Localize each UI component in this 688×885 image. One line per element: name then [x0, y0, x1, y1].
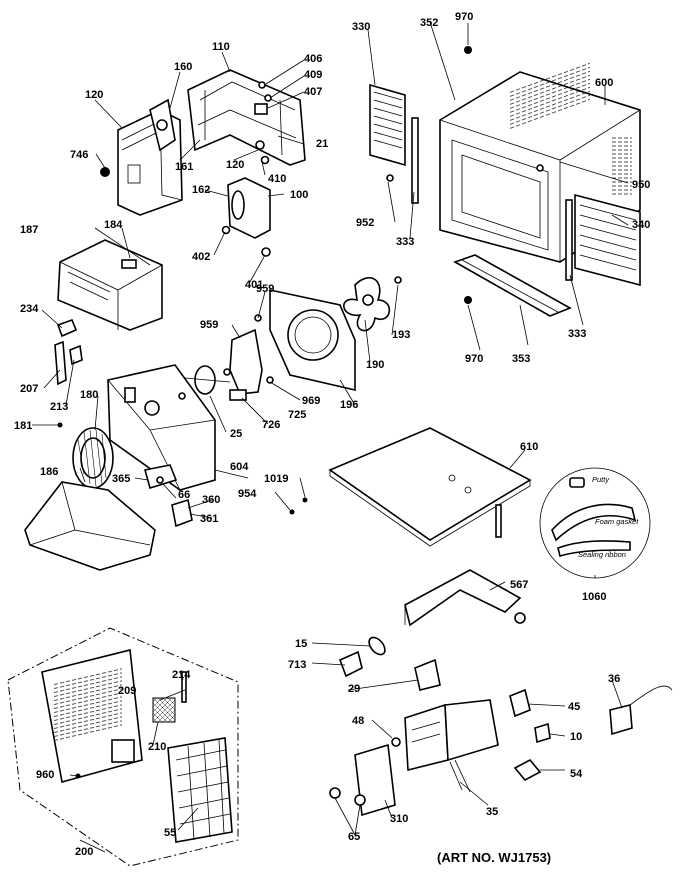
callout-180: 180: [80, 389, 98, 401]
callout-207: 207: [20, 383, 38, 395]
callout-186: 186: [40, 466, 58, 478]
callout-954: 954: [238, 488, 257, 500]
callout-970-top: 970: [455, 11, 473, 23]
callout-15: 15: [295, 638, 307, 650]
callout-100: 100: [290, 189, 308, 201]
base-pan-and-kit: [289, 427, 651, 579]
callout-353: 353: [512, 353, 530, 365]
callout-25: 25: [230, 428, 242, 440]
callout-333-left: 333: [396, 236, 414, 248]
callout-21: 21: [316, 138, 328, 150]
callout-196: 196: [340, 399, 358, 411]
callout-181: 181: [14, 420, 32, 432]
control-bracket-and-parts: [329, 569, 673, 817]
callout-110: 110: [212, 41, 230, 53]
callout-352: 352: [420, 17, 438, 29]
callout-365: 365: [112, 473, 130, 485]
callout-160: 160: [174, 61, 192, 73]
callout-120b: 120: [226, 159, 244, 171]
callout-409: 409: [304, 69, 322, 81]
callout-567: 567: [510, 579, 528, 591]
callout-310: 310: [390, 813, 408, 825]
callout-65: 65: [348, 831, 360, 843]
callout-29: 29: [348, 683, 360, 695]
callout-161: 161: [175, 161, 193, 173]
art-number: (ART NO. WJ1753): [437, 850, 551, 865]
callout-600: 600: [595, 77, 613, 89]
callout-361: 361: [200, 513, 218, 525]
callout-959-top: 959: [256, 283, 274, 295]
callout-234: 234: [20, 303, 39, 315]
motor-and-fan: [178, 276, 402, 401]
callout-406: 406: [304, 53, 322, 65]
callout-970-bottom: 970: [465, 353, 483, 365]
callout-184: 184: [104, 219, 123, 231]
callout-333-right: 333: [568, 328, 586, 340]
callout-610: 610: [520, 441, 538, 453]
callout-340: 340: [632, 219, 650, 231]
callout-213: 213: [50, 401, 68, 413]
air-duct-and-shroud: [24, 239, 216, 571]
callout-726: 726: [262, 419, 280, 431]
callout-190: 190: [366, 359, 384, 371]
kit-foam-gasket-label: Foam gasket: [595, 517, 639, 526]
callout-187: 187: [20, 224, 38, 236]
callout-969: 969: [302, 395, 320, 407]
callout-959-left: 959: [200, 319, 218, 331]
callout-36: 36: [608, 673, 620, 685]
callout-960: 960: [36, 769, 54, 781]
leader-lines: [32, 21, 629, 853]
callout-713: 713: [288, 659, 306, 671]
callout-360: 360: [202, 494, 220, 506]
callout-48: 48: [352, 715, 364, 727]
callout-952: 952: [356, 217, 374, 229]
cabinet-assembly: [369, 46, 641, 317]
callout-labels: 120 160 110 406 409 407 21 161 120 410 7…: [14, 11, 650, 865]
callout-410: 410: [268, 173, 286, 185]
callout-746: 746: [70, 149, 88, 161]
kit-putty-label: Putty: [592, 475, 610, 484]
callout-120: 120: [85, 89, 103, 101]
callout-193: 193: [392, 329, 410, 341]
callout-55: 55: [164, 827, 176, 839]
callout-209: 209: [118, 685, 136, 697]
callout-1019: 1019: [264, 473, 288, 485]
callout-66: 66: [178, 489, 190, 501]
callout-401: 401: [245, 279, 263, 291]
callout-725: 725: [288, 409, 306, 421]
callout-35: 35: [486, 806, 498, 818]
callout-402: 402: [192, 251, 210, 263]
callout-10: 10: [570, 731, 582, 743]
callout-407: 407: [304, 86, 322, 98]
front-grille-assembly: [7, 627, 239, 867]
callout-162: 162: [192, 184, 210, 196]
callout-330: 330: [352, 21, 370, 33]
callout-45: 45: [568, 701, 580, 713]
callout-604: 604: [230, 461, 249, 473]
callout-54: 54: [570, 768, 583, 780]
callout-1060: 1060: [582, 591, 606, 603]
motor-bracket-assembly: [100, 69, 306, 257]
callout-200: 200: [75, 846, 93, 858]
kit-sealing-ribbon-label: Sealing ribbon: [578, 550, 626, 559]
callout-950: 950: [632, 179, 650, 191]
callout-214: 214: [172, 669, 191, 681]
callout-210: 210: [148, 741, 166, 753]
